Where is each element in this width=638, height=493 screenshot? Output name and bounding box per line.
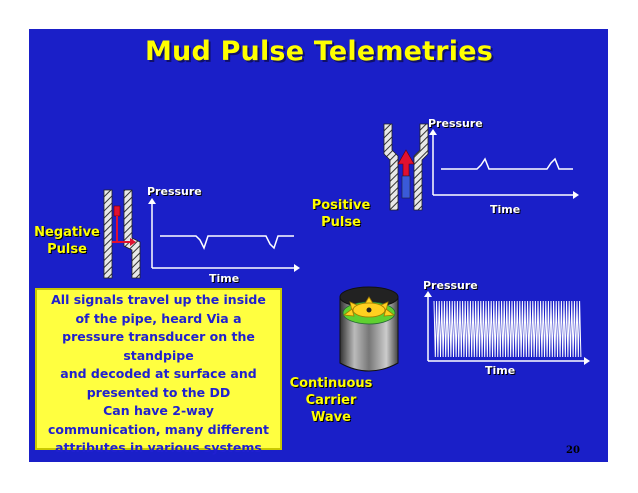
note-line: of the pipe, heard Via a [75, 310, 242, 326]
positive-pulse-label-line2: Pulse [321, 215, 361, 230]
page-number: 20 [566, 445, 580, 456]
positive-pulse-label-line1: Positive [311, 198, 371, 213]
note-line: presented to the DD [86, 384, 231, 400]
note-line: All signals travel up the inside [51, 292, 266, 307]
continuous-wave-label: Continuous Carrier Wave [287, 375, 375, 426]
positive-pulse-graph [429, 129, 579, 199]
continuous-wave-y-label: Pressure [423, 279, 478, 292]
positive-pulse-waveform [441, 157, 573, 170]
negative-pulse-y-label: Pressure [147, 185, 202, 198]
positive-pulse-y-label: Pressure [428, 117, 483, 130]
note-line: communication, many different [47, 421, 270, 437]
positive-pulse-x-label: Time [490, 203, 521, 216]
continuous-wave-label-line3: Wave [311, 410, 351, 425]
description-note-box: All signals travel up the inside of the … [35, 288, 282, 455]
negative-pulse-valve-illustration [103, 189, 141, 279]
continuous-wave-graph [424, 291, 590, 365]
negative-pulse-x-label: Time [209, 272, 240, 285]
continuous-wave-x-label: Time [485, 364, 516, 377]
negative-pulse-graph [148, 198, 300, 272]
slide-title: Mud Pulse Telemetries [144, 36, 494, 67]
positive-pulse-label: Positive Pulse [306, 197, 376, 231]
continuous-wave-rotor-illustration [339, 286, 399, 372]
negative-pulse-label: Negative Pulse [33, 224, 101, 258]
note-line: and decoded at surface and [60, 366, 257, 381]
note-line: pressure transducer on the [62, 329, 255, 344]
continuous-wave-waveform [433, 300, 582, 358]
note-line: attributes in various systems [55, 440, 262, 455]
continuous-wave-label-line1: Continuous [289, 376, 373, 391]
note-line: standpipe [123, 347, 194, 363]
positive-pulse-valve-illustration [383, 123, 429, 211]
negative-pulse-label-line2: Pulse [47, 242, 87, 257]
note-line: Can have 2-way [103, 403, 214, 418]
negative-pulse-label-line1: Negative [34, 225, 100, 240]
continuous-wave-label-line2: Carrier [305, 393, 357, 408]
negative-pulse-waveform [160, 235, 294, 250]
